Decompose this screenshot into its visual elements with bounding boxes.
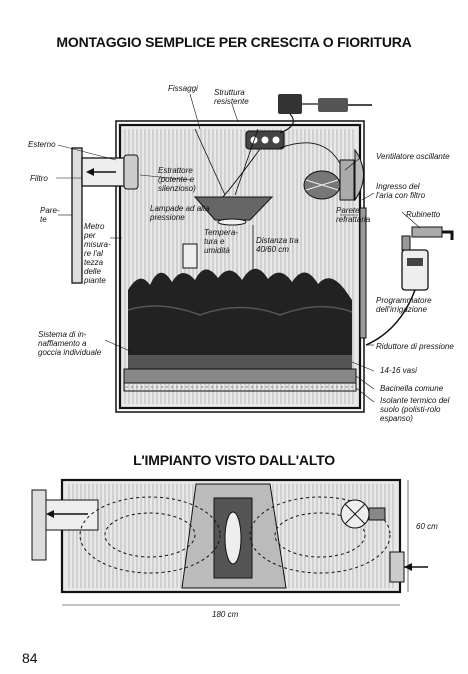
label-temperatura: Tempera-tura e umidità — [204, 228, 238, 255]
leader-lines — [56, 93, 421, 403]
label-esterno: Esterno — [28, 140, 56, 149]
label-estrattore: Estrattore (potente e silenzioso) — [158, 166, 196, 193]
lamp-reflector — [193, 128, 274, 226]
label-struttura: Struttura resistente — [214, 88, 249, 106]
label-rubinetto: Rubinetto — [406, 210, 441, 219]
pots-and-tray — [123, 355, 357, 392]
thermometer-icon — [182, 243, 198, 269]
label-vasi: 14-16 vasi — [380, 366, 417, 375]
label-filtro: Filtro — [30, 174, 48, 183]
label-lampade: Lampade ad alta pressione — [150, 204, 210, 222]
label-bacinella: Bacinella comune — [380, 384, 444, 393]
label-isolante: Isolante termico del suolo (polisti-rolo… — [380, 396, 450, 423]
label-programmatore: Programmatore dell'irrigazione — [376, 296, 432, 314]
power-equipment — [219, 94, 372, 201]
label-fissaggi: Fissaggi — [168, 84, 198, 93]
page-number: 84 — [22, 650, 38, 666]
exhaust-duct — [71, 147, 139, 284]
label-sistema: Sistema di in-naffiamento a goccia indiv… — [38, 330, 102, 357]
top-view-title: L'IMPIANTO VISTO DALL'ALTO — [133, 452, 335, 468]
label-ventilatore: Ventilatore oscillante — [376, 152, 450, 161]
plant-canopy — [127, 268, 353, 355]
label-60cm: 60 cm — [416, 522, 438, 531]
oscillating-fan — [303, 148, 364, 202]
label-parete: Pare-te — [40, 206, 60, 224]
top-view-illustration — [31, 478, 428, 606]
irrigation-supply — [359, 207, 454, 346]
label-parete-refrattaria: Parete refrattaria — [336, 206, 371, 224]
label-ingresso: Ingresso del l'aria con filtro — [376, 182, 426, 200]
main-title: MONTAGGIO SEMPLICE PER CRESCITA O FIORIT… — [56, 34, 412, 50]
label-distanza: Distanza tra 40/60 cm — [256, 236, 299, 254]
label-180cm: 180 cm — [212, 610, 239, 619]
label-metro: Metro per misura-re l'al tezza delle pia… — [84, 222, 111, 285]
label-riduttore: Riduttore di pressione — [376, 342, 454, 351]
